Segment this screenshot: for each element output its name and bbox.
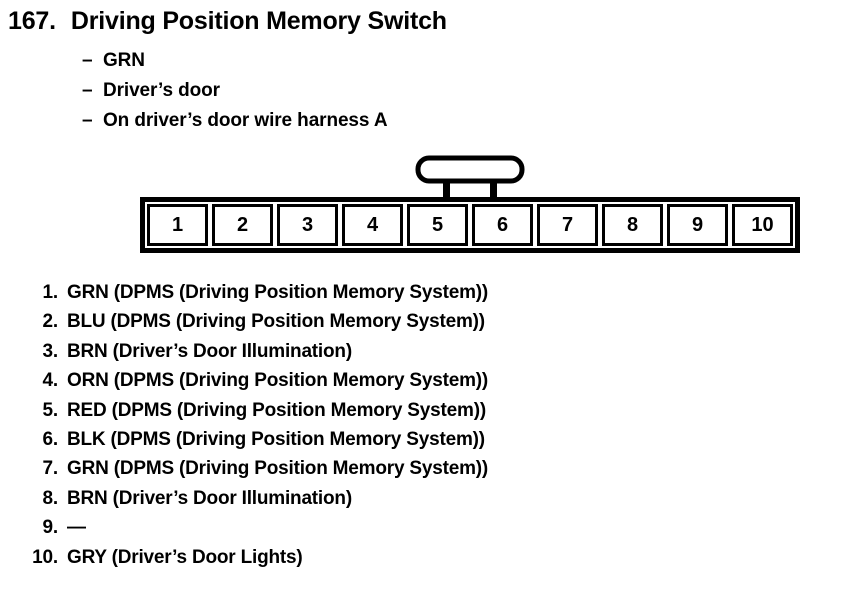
connector-attribute: – GRN [82,46,387,76]
pin-list-number: 10. [32,546,58,568]
pin-description-row: 6. BLK (DPMS (Driving Position Memory Sy… [24,425,488,454]
attribute-label: On driver’s door wire harness A [103,110,388,131]
pin-description-row: 9. — [24,513,488,542]
pin-list-description: GRY (Driver’s Door Lights) [67,546,303,568]
pin-description-row: 2. BLU (DPMS (Driving Position Memory Sy… [24,307,488,336]
pin-list-description: ORN (DPMS (Driving Position Memory Syste… [67,370,489,392]
pin-list-description: BLU (DPMS (Driving Position Memory Syste… [67,311,485,333]
pin-cell-number: 6 [496,213,509,236]
pin-list-number: 7. [42,458,59,480]
dash-bullet: – [82,110,93,131]
pin-cell-number: 7 [561,213,574,236]
pin-cell-number: 3 [301,213,314,236]
pin-cell-number: 8 [626,213,639,236]
pin-cell-number: 2 [236,213,249,236]
pin-list-number: 5. [42,399,59,421]
pin-list-number: 4. [42,370,59,392]
figure-title-row: 167. Driving Position Memory Switch [8,7,447,36]
pin-description-row: 8. BRN (Driver’s Door Illumination) [24,484,488,513]
connector-lock-tab-icon [415,155,525,199]
connector-pin-cell: 9 [667,204,728,246]
connector-pin-cell: 4 [342,204,403,246]
pin-list-description: — [67,517,86,539]
pin-list-description: BLK (DPMS (Driving Position Memory Syste… [67,429,485,451]
connector-attribute: – Driver’s door [82,76,387,106]
figure-number: 167. [8,7,56,35]
connector-pin-row: 1 2 3 4 5 6 [140,197,800,253]
dash-bullet: – [82,80,93,101]
pin-description-row: 1. GRN (DPMS (Driving Position Memory Sy… [24,278,489,307]
pin-description-row: 3. BRN (Driver’s Door Illumination) [24,337,488,366]
connector-pin-cell: 7 [537,204,598,246]
pin-description-row: 4. ORN (DPMS (Driving Position Memory Sy… [24,366,489,395]
pin-description-row: 7. GRN (DPMS (Driving Position Memory Sy… [24,454,489,483]
connector-attribute: – On driver’s door wire harness A [82,106,388,136]
pin-cell-number: 10 [751,213,774,236]
pin-cell-number: 1 [171,213,184,236]
pin-cell-number: 9 [691,213,704,236]
pin-list-number: 9. [42,517,59,539]
page-title: Driving Position Memory Switch [70,7,447,35]
connector-attribute-list: – GRN – Driver’s door – On driver’s door… [82,46,388,136]
pin-description-list: 1. GRN (DPMS (Driving Position Memory Sy… [24,278,488,572]
connector-pin-cell: 1 [147,204,208,246]
pin-cell-number: 5 [431,213,444,236]
pin-cell-number: 4 [366,213,379,236]
connector-pin-cell: 2 [212,204,273,246]
attribute-label: GRN [103,50,145,71]
pin-list-description: RED (DPMS (Driving Position Memory Syste… [67,399,486,421]
connector-diagram: 1 2 3 4 5 6 [140,155,800,253]
pin-description-row: 5. RED (DPMS (Driving Position Memory Sy… [24,396,488,425]
pin-list-number: 1. [42,282,59,303]
pin-list-number: 8. [42,487,59,509]
pin-description-row: 10. GRY (Driver’s Door Lights) [24,543,488,572]
connector-pin-cell: 5 [407,204,468,246]
pin-list-description: GRN (DPMS (Driving Position Memory Syste… [67,282,489,303]
pin-list-description: GRN (DPMS (Driving Position Memory Syste… [67,458,489,480]
pin-list-number: 6. [42,429,59,451]
attribute-label: Driver’s door [103,80,220,101]
pin-list-description: BRN (Driver’s Door Illumination) [67,487,352,509]
pin-list-number: 3. [42,340,59,362]
connector-pin-cell: 6 [472,204,533,246]
pin-list-number: 2. [42,311,59,333]
connector-pin-cell: 3 [277,204,338,246]
connector-pin-cell: 10 [732,204,793,246]
pin-list-description: BRN (Driver’s Door Illumination) [67,340,352,362]
dash-bullet: – [82,50,93,71]
connector-pin-cell: 8 [602,204,663,246]
